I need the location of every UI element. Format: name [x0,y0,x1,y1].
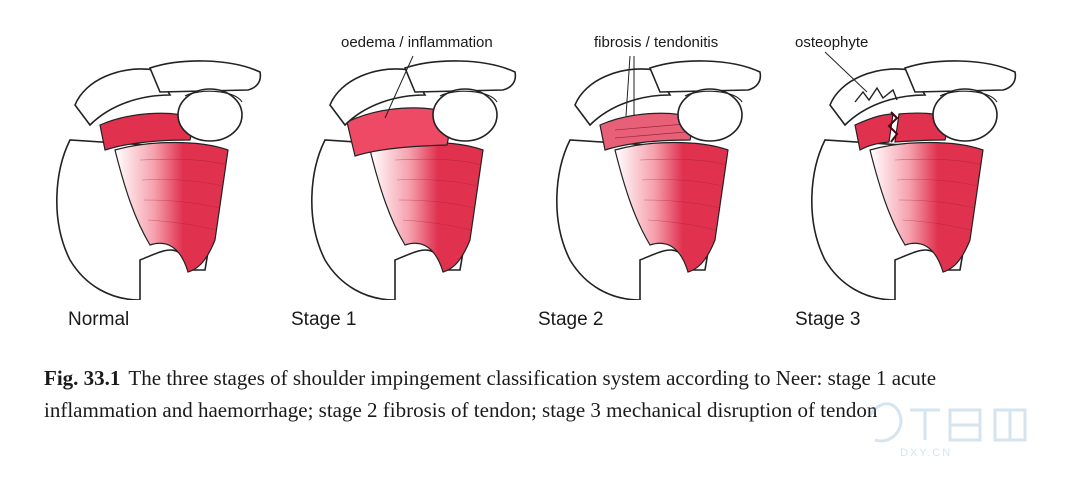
watermark-icon [868,402,1027,443]
panel-normal: Normal [30,0,280,345]
stage-label: Normal [68,309,130,330]
annotation-osteophyte: osteophyte [795,34,869,51]
figure-illustrations: Normal [30,0,1035,345]
shoulder-stage-2-illustration [556,55,762,300]
figure-number: Fig. 33.1 [44,366,121,390]
panel-stage-3: osteophyte Stage 3 [785,0,1035,345]
stage-label: Stage 3 [795,309,861,330]
stage-label: Stage 2 [538,309,604,330]
watermark-logo: DXY.CN [850,395,1070,473]
annotation-fibrosis: fibrosis / tendonitis [594,34,719,51]
annotation-oedema: oedema / inflammation [341,34,493,51]
shoulder-stage-3-illustration [811,51,1017,300]
watermark-text: DXY.CN [900,447,953,459]
shoulder-normal-illustration [56,60,262,300]
stage-label: Stage 1 [291,309,357,330]
shoulder-stage-1-illustration [311,55,517,300]
caption-text: The three stages of shoulder impingement… [44,366,937,422]
panel-stage-1: oedema / inflammation Stage 1 [285,0,535,345]
panel-stage-2: fibrosis / tendonitis Stage 2 [530,0,780,345]
